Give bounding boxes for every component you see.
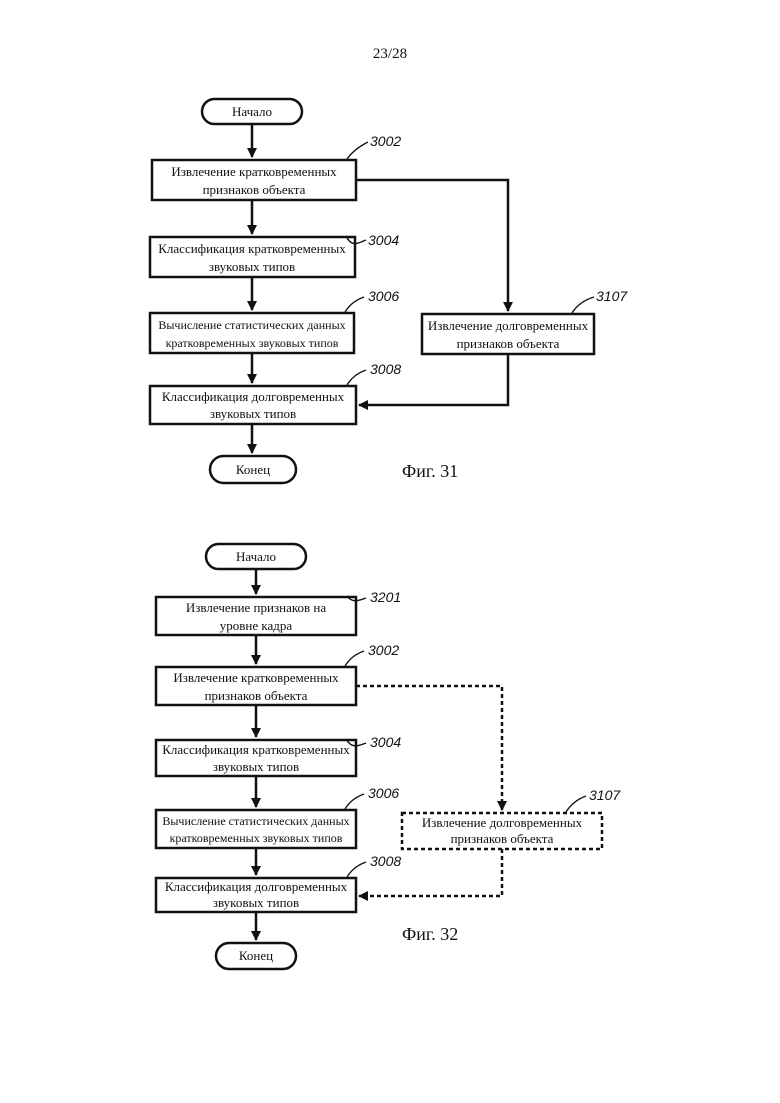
fig31-step-3006-line1: Вычисление статистических данных	[158, 318, 345, 332]
fig31-step-3107: Извлечение долговременных признаков объе…	[422, 288, 628, 354]
fig31-ref-3002: 3002	[370, 133, 401, 149]
fig32-leader-3006	[345, 794, 364, 809]
fig31-step-3006: Вычисление статистических данных кратков…	[150, 288, 399, 353]
fig32-step-3107-line2: признаков объекта	[451, 831, 554, 846]
figure-31: Начало Извлечение кратковременных призна…	[150, 99, 628, 483]
fig31-step-3008: Классификация долговременных звуковых ти…	[150, 361, 401, 424]
fig32-ref-3201: 3201	[370, 589, 401, 605]
fig32-step-3201-line1: Извлечение признаков на	[186, 600, 326, 615]
fig32-ref-3008: 3008	[370, 853, 401, 869]
fig31-leader-3002	[347, 142, 368, 159]
fig32-ref-3107: 3107	[589, 787, 621, 803]
fig31-step-3002-line2: признаков объекта	[203, 182, 306, 197]
fig32-ref-3006: 3006	[368, 785, 399, 801]
fig31-step-3107-line2: признаков объекта	[457, 336, 560, 351]
fig31-step-3006-line2: кратковременных звуковых типов	[166, 336, 339, 350]
fig32-step-3002-line2: признаков объекта	[205, 688, 308, 703]
fig31-leader-3006	[345, 297, 364, 312]
fig31-ref-3107: 3107	[596, 288, 628, 304]
fig32-step-3006: Вычисление статистических данных кратков…	[156, 785, 399, 848]
fig31-ref-3008: 3008	[370, 361, 401, 377]
fig32-step-3201: Извлечение признаков на уровне кадра 320…	[156, 589, 401, 635]
fig31-start-node: Начало	[202, 99, 302, 124]
fig32-end-node: Конец	[216, 943, 296, 969]
fig31-leader-3107	[572, 297, 594, 313]
fig32-step-3004-line2: звуковых типов	[213, 759, 299, 774]
fig32-step-3107: Извлечение долговременных признаков объе…	[402, 787, 621, 849]
fig32-step-3008: Классификация долговременных звуковых ти…	[156, 853, 401, 912]
fig32-step-3006-line2: кратковременных звуковых типов	[170, 831, 343, 845]
fig32-leader-3008	[347, 862, 366, 877]
fig32-end-label: Конец	[239, 948, 273, 963]
fig32-step-3107-line1: Извлечение долговременных	[422, 815, 583, 830]
fig32-step-3006-line1: Вычисление статистических данных	[162, 814, 349, 828]
fig32-step-3004: Классификация кратковременных звуковых т…	[156, 734, 401, 776]
fig32-leader-3002	[345, 651, 364, 666]
fig31-step-3004-line2: звуковых типов	[209, 259, 295, 274]
fig32-step-3201-line2: уровне кадра	[220, 618, 293, 633]
fig32-step-3002: Извлечение кратковременных признаков объ…	[156, 642, 399, 705]
fig31-ref-3004: 3004	[368, 232, 399, 248]
fig32-start-label: Начало	[236, 549, 276, 564]
fig31-end-label: Конец	[236, 462, 270, 477]
fig31-step-3107-line1: Извлечение долговременных	[428, 318, 589, 333]
fig31-end-node: Конец	[210, 456, 296, 483]
fig31-step-3002-line1: Извлечение кратковременных	[171, 164, 337, 179]
fig31-step-3004-line1: Классификация кратковременных	[158, 241, 346, 256]
fig31-caption: Фиг. 31	[402, 461, 458, 481]
fig32-ref-3004: 3004	[370, 734, 401, 750]
fig32-caption: Фиг. 32	[402, 924, 458, 944]
fig31-leader-3008	[347, 370, 366, 385]
fig32-ref-3002: 3002	[368, 642, 399, 658]
fig32-step-3002-line1: Извлечение кратковременных	[173, 670, 339, 685]
figure-32: Начало Извлечение признаков на уровне ка…	[156, 544, 621, 969]
fig32-step-3004-line1: Классификация кратковременных	[162, 742, 350, 757]
fig32-start-node: Начало	[206, 544, 306, 569]
fig31-step-3008-line1: Классификация долговременных	[162, 389, 345, 404]
fig31-start-label: Начало	[232, 104, 272, 119]
fig31-ref-3006: 3006	[368, 288, 399, 304]
fig32-step-3008-line1: Классификация долговременных	[165, 879, 348, 894]
fig31-step-3002: Извлечение кратковременных признаков объ…	[152, 133, 401, 200]
fig32-step-3008-line2: звуковых типов	[213, 895, 299, 910]
fig31-step-3004: Классификация кратковременных звуковых т…	[150, 232, 399, 277]
fig32-leader-3107	[566, 796, 586, 812]
fig31-step-3008-line2: звуковых типов	[210, 406, 296, 421]
